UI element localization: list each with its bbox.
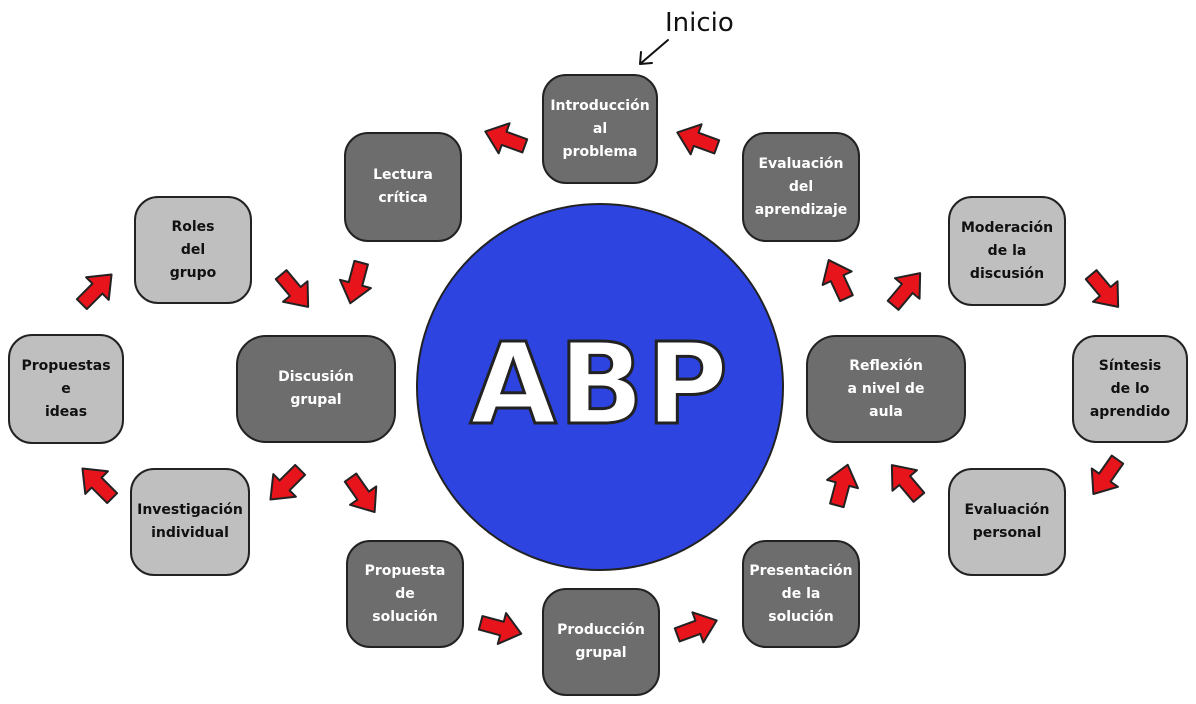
arrow-discusion-to-propuesta-solucion xyxy=(343,472,378,514)
arrow-discusion-to-investigacion xyxy=(269,463,307,501)
node-introduccion: Introducción al problema xyxy=(542,74,658,184)
node-moderacion: Moderación de la discusión xyxy=(948,196,1066,306)
arrow-reflexion-to-moderacion xyxy=(886,272,922,311)
node-sintesis: Síntesis de lo aprendido xyxy=(1072,335,1188,443)
node-presentacion: Presentación de la solución xyxy=(742,540,860,648)
center-circle xyxy=(416,203,784,571)
node-investigacion: Investigación individual xyxy=(130,468,250,576)
arrow-produccion-to-presentacion xyxy=(673,611,718,644)
center-title: ABP xyxy=(468,319,731,452)
arrow-investigacion-to-propuestas xyxy=(81,467,119,505)
node-propuestas: Propuestas e ideas xyxy=(8,334,124,444)
node-lectura: Lectura crítica xyxy=(344,132,462,242)
start-pointer-arrow xyxy=(639,39,669,65)
node-produccion: Producción grupal xyxy=(542,588,660,696)
arrow-propuestas-to-roles xyxy=(75,273,113,311)
arrow-moderacion-to-sintesis xyxy=(1084,269,1120,308)
arrow-roles-to-discusion xyxy=(274,269,310,308)
node-evaluacion-aprendizaje: Evaluación del aprendizaje xyxy=(742,132,860,242)
arrow-evaluacion-aprendizaje-to-introduccion xyxy=(676,123,721,156)
node-discusion: Discusión grupal xyxy=(236,335,396,443)
start-label: Inicio xyxy=(665,8,734,38)
node-evaluacion-personal: Evaluación personal xyxy=(948,468,1066,576)
arrow-introduccion-to-lectura xyxy=(484,122,529,155)
arrow-sintesis-to-evaluacion-personal xyxy=(1090,454,1125,496)
arrow-evaluacion-personal-to-reflexion xyxy=(890,464,926,503)
node-roles: Roles del grupo xyxy=(134,196,252,304)
node-reflexion: Reflexión a nivel de aula xyxy=(806,335,966,443)
arrow-presentacion-to-reflexion xyxy=(826,463,859,509)
arrow-reflexion-to-evaluacion-aprendizaje xyxy=(821,259,854,303)
arrow-propuesta-solucion-to-produccion xyxy=(477,612,523,645)
node-propuesta-solucion: Propuesta de solución xyxy=(346,540,464,648)
arrow-lectura-to-discusion xyxy=(339,259,372,305)
